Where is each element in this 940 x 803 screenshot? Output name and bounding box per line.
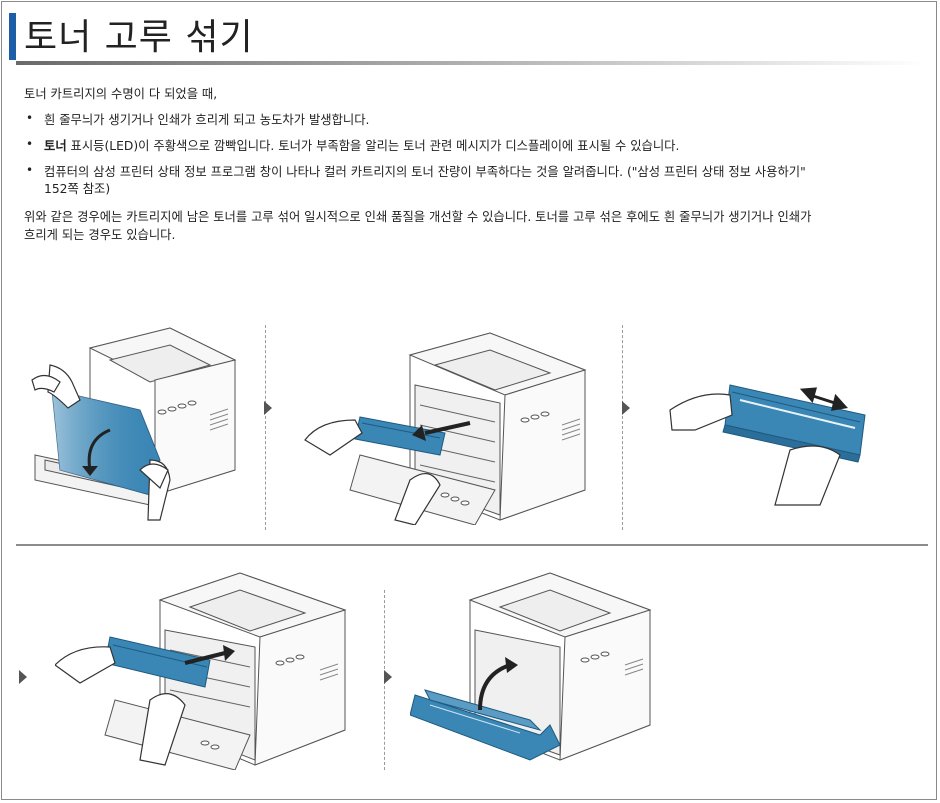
step-arrow-icon bbox=[264, 401, 272, 415]
bullet-dot: • bbox=[26, 137, 34, 151]
shake-cartridge-illustration bbox=[669, 384, 866, 506]
intro-text: 토너 카트리지의 수명이 다 되었을 때, bbox=[24, 87, 218, 101]
step-arrow-icon bbox=[622, 401, 630, 415]
insert-toner-cartridge-illustration bbox=[55, 572, 347, 770]
step-arrow-icon bbox=[384, 670, 392, 684]
paragraph-line-2: 흐리게 되는 경우도 있습니다. bbox=[24, 228, 176, 242]
step-arrow-icon bbox=[19, 670, 27, 684]
open-front-cover-illustration bbox=[31, 327, 237, 521]
step-separator bbox=[265, 325, 266, 530]
bullet-dot: • bbox=[26, 111, 34, 125]
title-underline bbox=[16, 61, 926, 65]
title-accent-bar bbox=[9, 13, 16, 60]
paragraph-line-1: 위와 같은 경우에는 카트리지에 남은 토너를 고루 섞어 일시적으로 인쇄 품… bbox=[24, 210, 812, 224]
bullet-3-text-cont: 152쪽 참조) bbox=[44, 182, 111, 196]
bullet-2: 토너 표시등(LED)이 주황색으로 깜빡입니다. 토너가 부족함을 알리는 토… bbox=[44, 138, 679, 155]
remove-toner-cartridge-illustration bbox=[304, 332, 587, 525]
bullet-dot: • bbox=[26, 163, 34, 177]
close-front-cover-illustration bbox=[410, 572, 652, 761]
bullet-3-text: 컴퓨터의 삼성 프린터 상태 정보 프로그램 창이 나타나 컬러 카트리지의 토… bbox=[44, 165, 806, 179]
bullet-1-text: 흰 줄무늬가 생기거나 인쇄가 흐리게 되고 농도차가 발생합니다. bbox=[44, 113, 370, 127]
bullet-2-text: 표시등(LED)이 주황색으로 깜빡입니다. 토너가 부족함을 알리는 토너 관… bbox=[66, 139, 680, 153]
row-divider bbox=[16, 544, 928, 546]
step-separator bbox=[622, 325, 623, 530]
page-title: 토너 고루 섞기 bbox=[24, 17, 254, 58]
bullet-2-bold: 토너 bbox=[44, 139, 67, 153]
